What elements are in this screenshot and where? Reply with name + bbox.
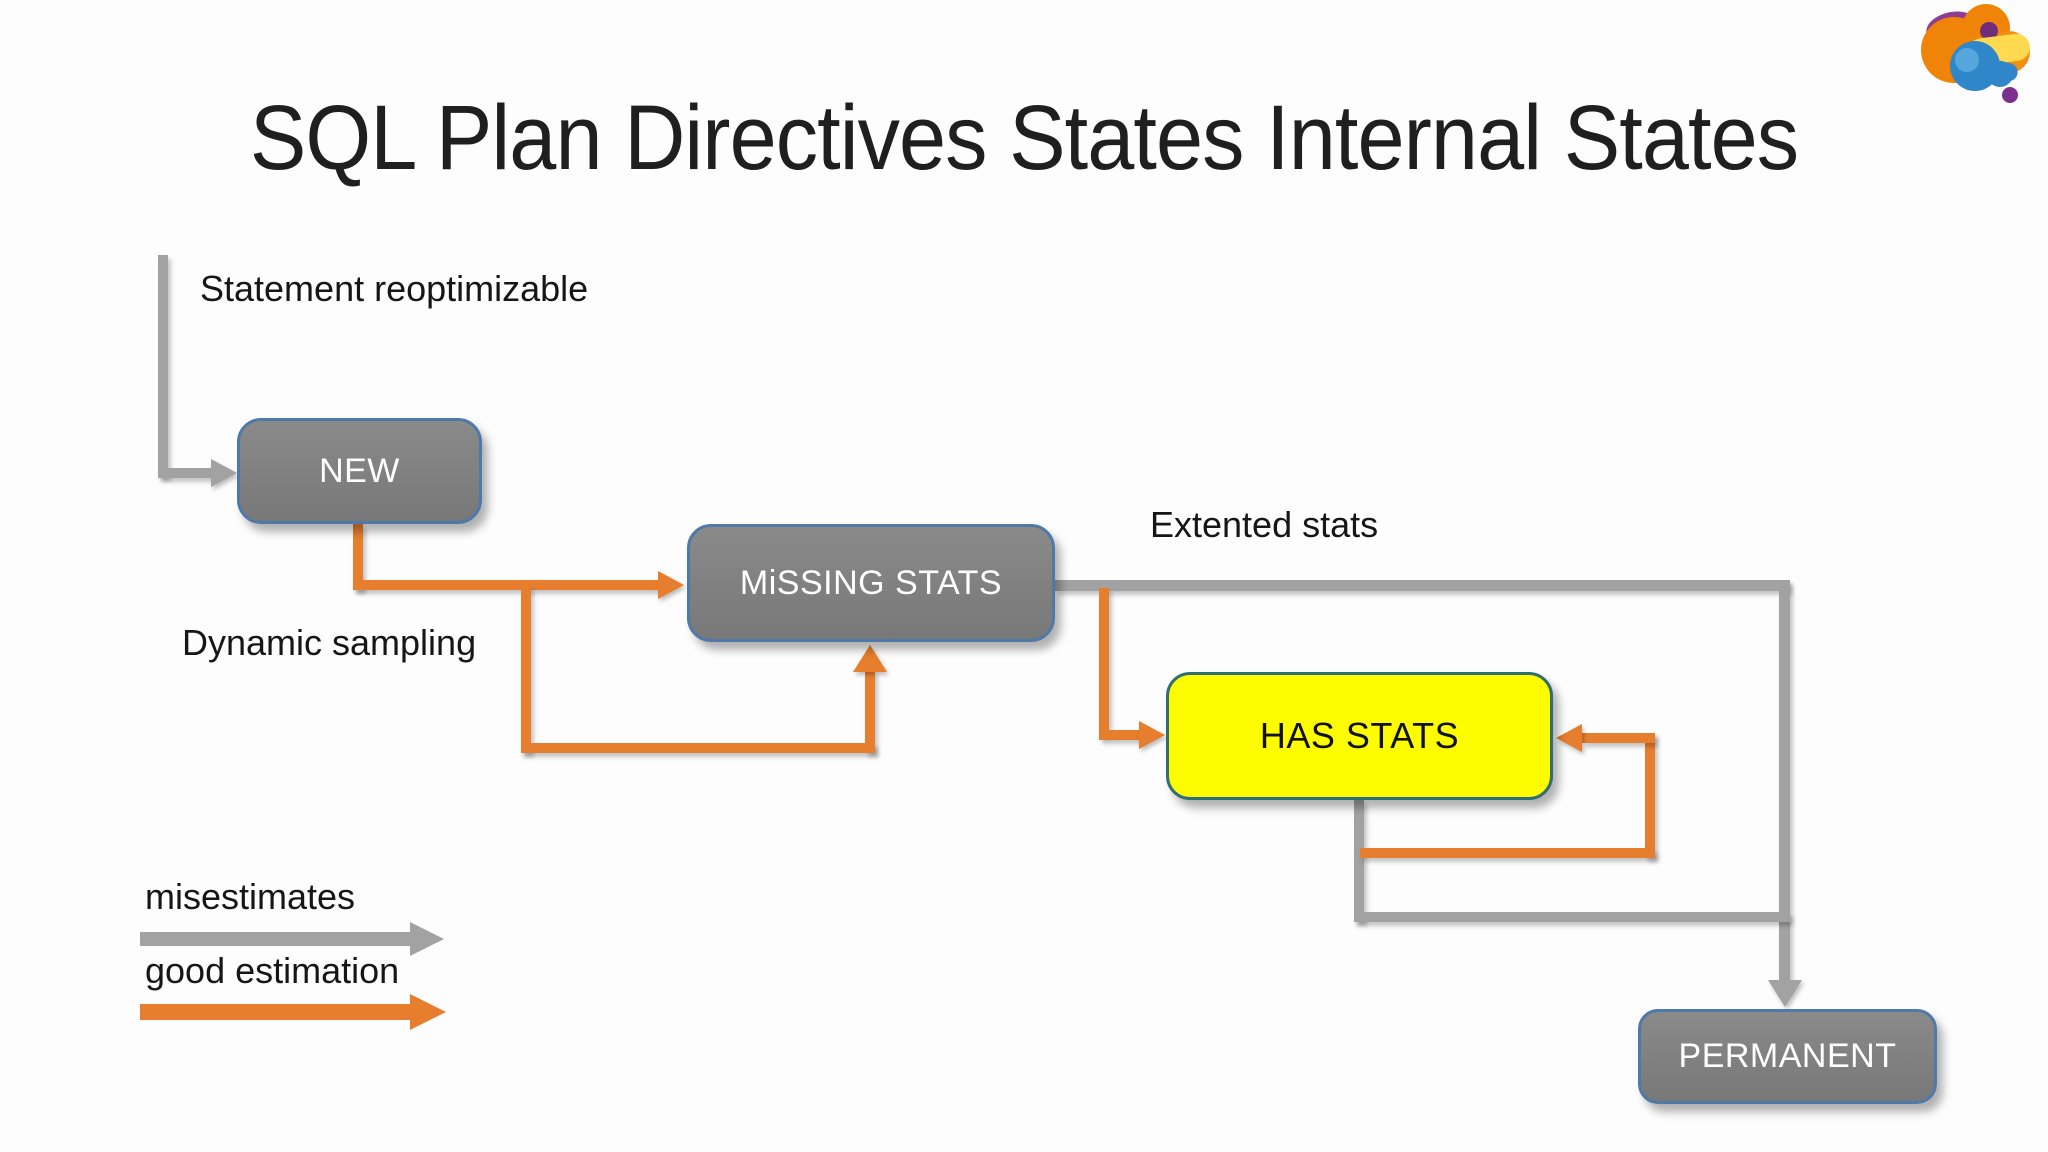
edge-missing-to-permanent-horizontal bbox=[1055, 580, 1789, 591]
edge-new-to-missing-horizontal bbox=[353, 580, 658, 590]
edge-new-to-missing-vertical bbox=[353, 524, 363, 590]
label-statement-reoptimizable: Statement reoptimizable bbox=[200, 268, 589, 309]
edge-missing-loop-left-vertical bbox=[521, 586, 531, 753]
edge-has-to-permanent-vertical bbox=[1354, 800, 1364, 922]
edge-missing-loop-bottom-horizontal bbox=[521, 743, 875, 753]
edge-has-loop-right-vertical bbox=[1645, 733, 1655, 858]
legend-misestimates-arrow-shaft bbox=[140, 932, 410, 946]
node-permanent: PERMANENT bbox=[1638, 1009, 1937, 1104]
legend-good-estimation-arrow bbox=[140, 994, 446, 1030]
edge-has-to-permanent-horizontal bbox=[1354, 912, 1790, 922]
edge-start-to-new-vertical bbox=[158, 255, 168, 477]
node-missing-stats: MiSSING STATS bbox=[687, 524, 1055, 642]
edge-has-loop-arrowhead bbox=[1556, 724, 1582, 752]
label-extented-stats: Extented stats bbox=[1150, 504, 1379, 545]
node-has-stats-label: HAS STATS bbox=[1259, 715, 1460, 756]
edge-start-to-new-arrowhead bbox=[211, 459, 237, 487]
node-permanent-label: PERMANENT bbox=[1678, 1037, 1897, 1075]
edge-has-loop-top-horizontal bbox=[1582, 733, 1655, 743]
company-logo-icon bbox=[1921, 4, 2030, 103]
edge-missing-loop-right-vertical bbox=[865, 670, 875, 753]
edge-to-permanent-arrowhead bbox=[1768, 980, 1802, 1007]
edge-start-to-new-horizontal bbox=[158, 468, 212, 478]
edge-missing-to-permanent-vertical bbox=[1779, 580, 1790, 982]
legend-misestimates-arrowhead bbox=[410, 922, 444, 956]
legend-good-estimation-arrow-shaft bbox=[140, 1004, 410, 1020]
page-title: SQL Plan Directives States Internal Stat… bbox=[249, 87, 1799, 189]
edge-missing-to-has-vertical bbox=[1099, 588, 1109, 735]
edge-has-loop-bottom-horizontal bbox=[1360, 848, 1655, 858]
node-has-stats: HAS STATS bbox=[1166, 672, 1553, 800]
label-dynamic-sampling: Dynamic sampling bbox=[182, 622, 477, 663]
legend-good-estimation-label: good estimation bbox=[145, 950, 400, 991]
legend-misestimates-arrow bbox=[140, 922, 444, 956]
node-new-label: NEW bbox=[319, 451, 400, 490]
legend-good-estimation-arrowhead bbox=[410, 994, 446, 1030]
edge-missing-loop-arrowhead bbox=[853, 645, 887, 672]
legend-misestimates-label: misestimates bbox=[145, 876, 356, 917]
edge-new-to-missing-arrowhead bbox=[658, 571, 684, 599]
edge-missing-to-has-arrowhead bbox=[1139, 721, 1165, 749]
edge-missing-to-has-horizontal bbox=[1099, 730, 1140, 740]
node-new: NEW bbox=[237, 418, 482, 524]
node-missing-stats-label: MiSSING STATS bbox=[739, 563, 1003, 602]
